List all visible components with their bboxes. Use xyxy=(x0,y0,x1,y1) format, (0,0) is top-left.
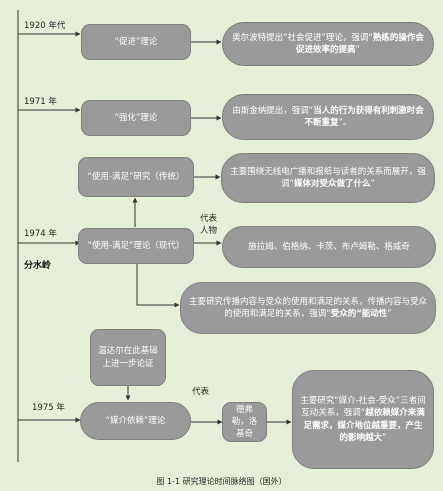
media-dependency-node: “媒介依赖”理论 xyxy=(80,402,191,440)
uses-gratifications-traditional-node: “使用-满足”研究（传统） xyxy=(78,157,194,197)
promote-theory-desc: 奥尔波特提出“社会促进”理论，强调“熟练的操作会促进效率的提高” xyxy=(222,22,434,66)
representative-people-dependency: 德弗勒，洛基奇 xyxy=(222,402,267,442)
year-1920: 1920 年代 xyxy=(24,21,66,31)
promote-theory-node: “促进”理论 xyxy=(81,24,191,60)
representative-people-uses: 施拉姆、伯格纳、卡茨、布卢姆勒、格威奇 xyxy=(222,226,436,268)
rep-people-label: 代表 人物 xyxy=(200,214,218,236)
reinforce-theory-desc: 由斯金纳提出，强调“当人的行为获得有利刺激时会不断重复”。 xyxy=(222,94,434,140)
windahl-note: 温达尔在此基础上进一步论证 xyxy=(90,329,166,386)
year-1975: 1975 年 xyxy=(32,403,65,413)
rep-label: 代表 xyxy=(192,387,210,397)
figure-caption: 图 1-1 研究理论时间脉络图（国外） xyxy=(156,477,287,486)
uses-gratifications-modern-desc: 主要研究传播内容与受众的使用和满足的关系，传播内容与受众的使用和满足的关系，强调… xyxy=(180,282,436,334)
uses-gratifications-traditional-desc: 主要围绕无线电广播和报纸与读者的关系而展开，强调“媒体对受众做了什么” xyxy=(221,153,435,203)
reinforce-theory-node: “强化”理论 xyxy=(81,100,191,136)
year-1974: 1974 年 xyxy=(24,229,57,239)
media-dependency-desc: 主要研究“媒介-社会-受众”三者间互动关系，强调“越依赖媒介来满足需求，媒介地位… xyxy=(292,370,434,469)
watershed-label: 分水岭 xyxy=(24,261,52,271)
uses-gratifications-modern-node: “使用-满足”理论（现代） xyxy=(78,228,194,264)
year-1971: 1971 年 xyxy=(24,97,57,107)
